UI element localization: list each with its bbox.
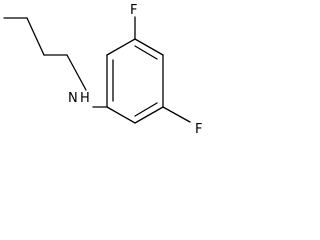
ring-edge-top-left xyxy=(106,38,136,56)
bond-chain-2 xyxy=(26,17,45,56)
ring-double-bottom xyxy=(134,102,158,117)
atom-fluorine-top: F xyxy=(130,3,137,18)
atom-fluorine-bottom: F xyxy=(195,122,202,137)
benzene-ring xyxy=(106,38,164,124)
molecule-structure: F F N H xyxy=(3,3,202,137)
bond-f-bottom xyxy=(162,106,191,123)
atom-hydrogen: H xyxy=(80,91,90,106)
ring-double-top-right xyxy=(134,45,158,60)
ring-edge-bottom-right xyxy=(134,106,164,124)
atom-nitrogen: N xyxy=(68,91,78,106)
ring-edge-top-right xyxy=(134,38,164,56)
ring-edge-bottom-left xyxy=(106,106,136,124)
bond-chain-4 xyxy=(66,54,87,91)
